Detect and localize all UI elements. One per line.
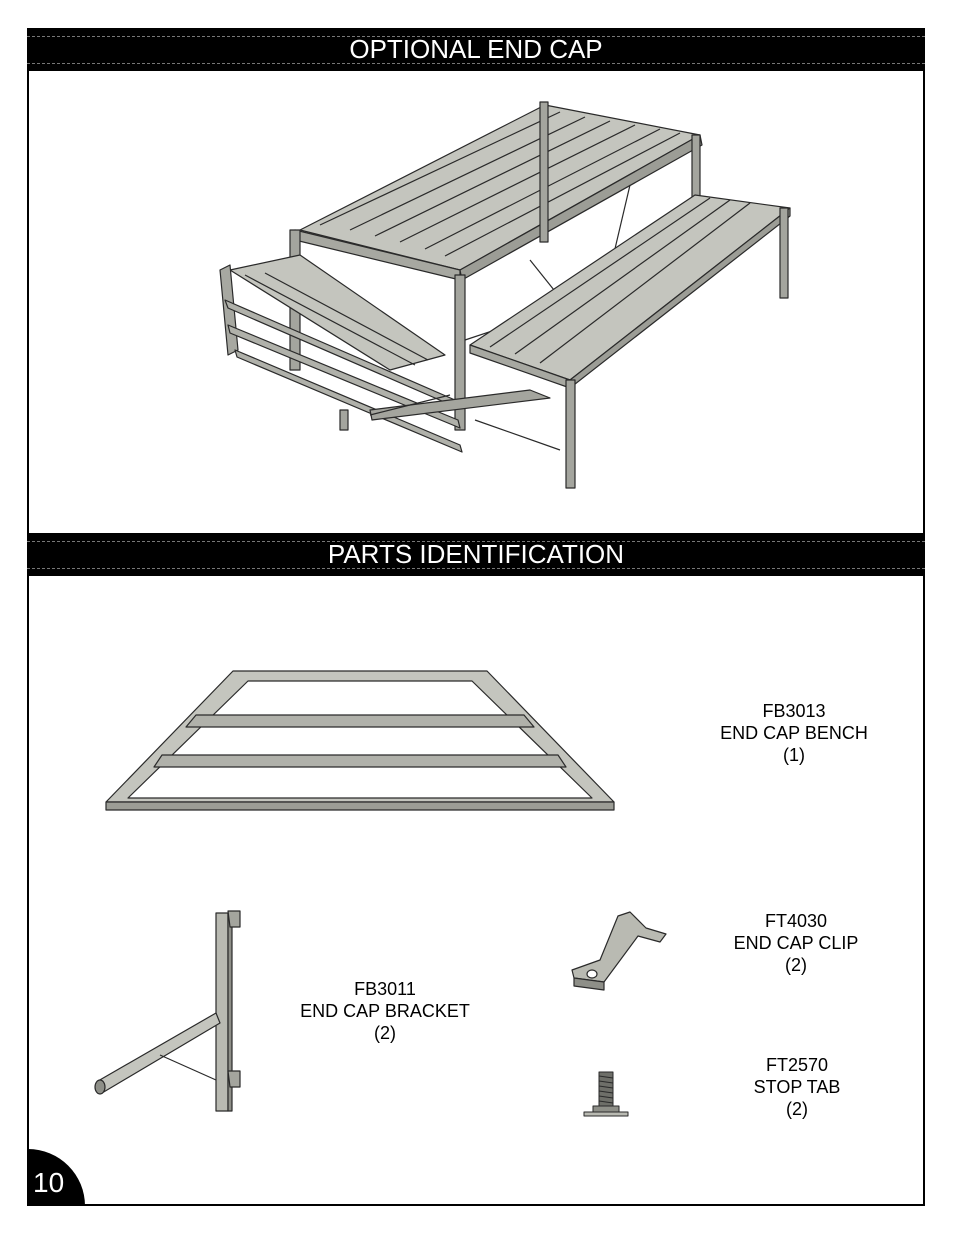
page-number: 10 <box>33 1167 65 1198</box>
part-label-fb3011: FB3011 END CAP BRACKET (2) <box>275 978 495 1044</box>
end-cap-bench-illustration <box>105 670 615 811</box>
part-qty: (1) <box>783 745 805 765</box>
part-qty: (2) <box>785 955 807 975</box>
section-title: OPTIONAL END CAP <box>349 34 603 64</box>
part-name: END CAP BRACKET <box>300 1001 470 1021</box>
section-header-parts-identification: PARTS IDENTIFICATION <box>27 533 925 576</box>
part-label-ft4030: FT4030 END CAP CLIP (2) <box>686 910 906 976</box>
part-qty: (2) <box>374 1023 396 1043</box>
part-name: END CAP CLIP <box>733 933 859 953</box>
section-header-optional-end-cap: OPTIONAL END CAP <box>27 28 925 71</box>
section-title: PARTS IDENTIFICATION <box>327 539 625 569</box>
part-code: FT4030 <box>764 911 828 931</box>
end-cap-clip-illustration <box>571 911 667 991</box>
part-label-fb3013: FB3013 END CAP BENCH (1) <box>684 700 904 766</box>
part-code: FB3013 <box>762 701 826 721</box>
part-qty: (2) <box>786 1099 808 1119</box>
end-cap-bracket-illustration <box>94 910 241 1112</box>
part-code: FT2570 <box>765 1055 829 1075</box>
part-name: END CAP BENCH <box>720 723 868 743</box>
part-name: STOP TAB <box>753 1077 841 1097</box>
stop-tab-illustration <box>583 1071 629 1117</box>
part-label-ft2570: FT2570 STOP TAB (2) <box>687 1054 907 1120</box>
end-cap-assembly-illustration <box>219 101 791 489</box>
part-code: FB3011 <box>354 979 416 999</box>
